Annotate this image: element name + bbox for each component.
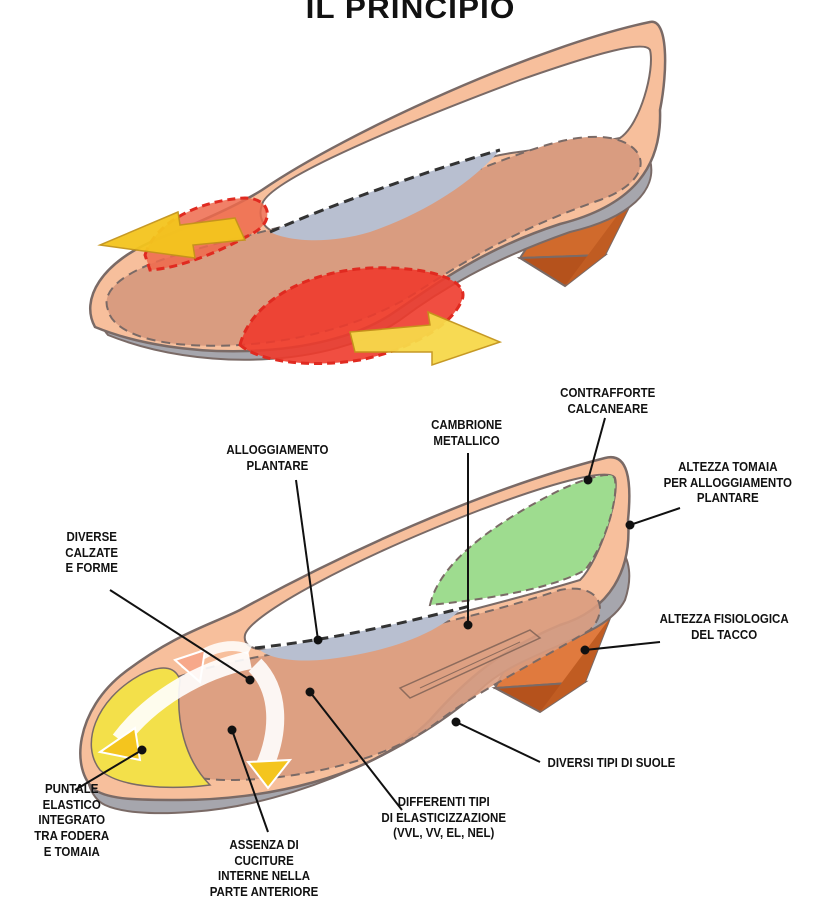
label-line: CALCANEARE	[560, 402, 655, 418]
label-line: TRA FODERA	[34, 829, 109, 845]
label-line: CAMBRIONE	[431, 418, 502, 434]
label-assenza: ASSENZA DI CUCITURE INTERNE NELLA PARTE …	[210, 838, 319, 901]
label-line: CALZATE	[65, 546, 118, 562]
label-line: DIVERSI TIPI DI SUOLE	[548, 756, 676, 772]
label-line: PUNTALE	[34, 782, 109, 798]
label-diverse-calzate: DIVERSE CALZATE E FORME	[65, 530, 118, 577]
label-line: CUCITURE	[210, 854, 319, 870]
label-line: INTERNE NELLA	[210, 869, 319, 885]
label-line: (VVL, VV, EL, NEL)	[381, 826, 506, 842]
label-line: PER ALLOGGIAMENTO	[664, 476, 792, 492]
label-line: DI ELASTICIZZAZIONE	[381, 811, 506, 827]
label-line: PLANTARE	[664, 491, 792, 507]
label-cambrione: CAMBRIONE METALLICO	[431, 418, 502, 449]
label-contrafforte: CONTRAFFORTE CALCANEARE	[560, 386, 655, 417]
label-puntale: PUNTALE ELASTICO INTEGRATO TRA FODERA E …	[34, 782, 109, 860]
label-line: DIFFERENTI TIPI	[381, 795, 506, 811]
label-line: ALTEZZA FISIOLOGICA	[660, 612, 789, 628]
label-line: DEL TACCO	[660, 628, 789, 644]
label-alloggiamento: ALLOGGIAMENTO PLANTARE	[226, 443, 328, 474]
label-altezza-tacco: ALTEZZA FISIOLOGICA DEL TACCO	[660, 612, 789, 643]
label-differenti: DIFFERENTI TIPI DI ELASTICIZZAZIONE (VVL…	[381, 795, 506, 842]
label-diversi-suole: DIVERSI TIPI DI SUOLE	[548, 756, 676, 772]
label-line: METALLICO	[431, 434, 502, 450]
label-line: PARTE ANTERIORE	[210, 885, 319, 901]
label-line: E TOMAIA	[34, 845, 109, 861]
label-line: PLANTARE	[226, 459, 328, 475]
label-line: INTEGRATO	[34, 813, 109, 829]
label-line: E FORME	[65, 561, 118, 577]
label-line: ELASTICO	[34, 798, 109, 814]
label-line: ASSENZA DI	[210, 838, 319, 854]
label-line: ALLOGGIAMENTO	[226, 443, 328, 459]
label-line: CONTRAFFORTE	[560, 386, 655, 402]
label-altezza-tomaia: ALTEZZA TOMAIA PER ALLOGGIAMENTO PLANTAR…	[664, 460, 792, 507]
label-line: DIVERSE	[65, 530, 118, 546]
label-line: ALTEZZA TOMAIA	[664, 460, 792, 476]
